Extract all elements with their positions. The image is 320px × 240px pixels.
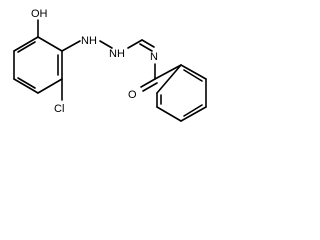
chlorine-label: Cl [54,103,64,115]
ring-b-bond-4 [156,106,182,122]
ch-n-bond-b [139,43,153,52]
co-bond-a [140,78,156,88]
amine-nh-label-1: NH [81,35,97,47]
phenyl-ring [156,64,207,122]
chemical-structure-canvas: OH NH NH N O Cl [0,0,246,153]
ring-a-bond-4 [13,78,39,94]
hydroxyl-label: OH [31,8,48,20]
amine-nh-label-2: NH [109,48,125,60]
carbonyl-o-label: O [128,89,137,101]
c-nh-bond [61,40,81,52]
ring-b-bond-1 [180,64,207,80]
ring-b-double-2 [183,104,203,117]
ring-a-bond-3 [37,78,63,94]
imine-n-label: N [150,51,158,63]
molecule-drawing: OH NH NH N O Cl [13,8,207,122]
co-bond-b [142,82,158,92]
ring-a-bond-1 [37,36,63,52]
ring-b-bond-3 [180,106,207,122]
carbonyl-phenyl-bond [154,64,182,80]
ch-n-bond-a [141,39,155,48]
ring-a-double-3 [17,41,36,53]
nh-nh-bond [99,40,113,49]
ring-a-double-2 [17,77,36,89]
phenol-ring [13,36,63,94]
nh-ch-bond [127,39,143,49]
ring-a-bond-6 [13,36,39,52]
ring-b-bond-6 [156,64,182,94]
ring-b-double-1 [183,69,203,82]
